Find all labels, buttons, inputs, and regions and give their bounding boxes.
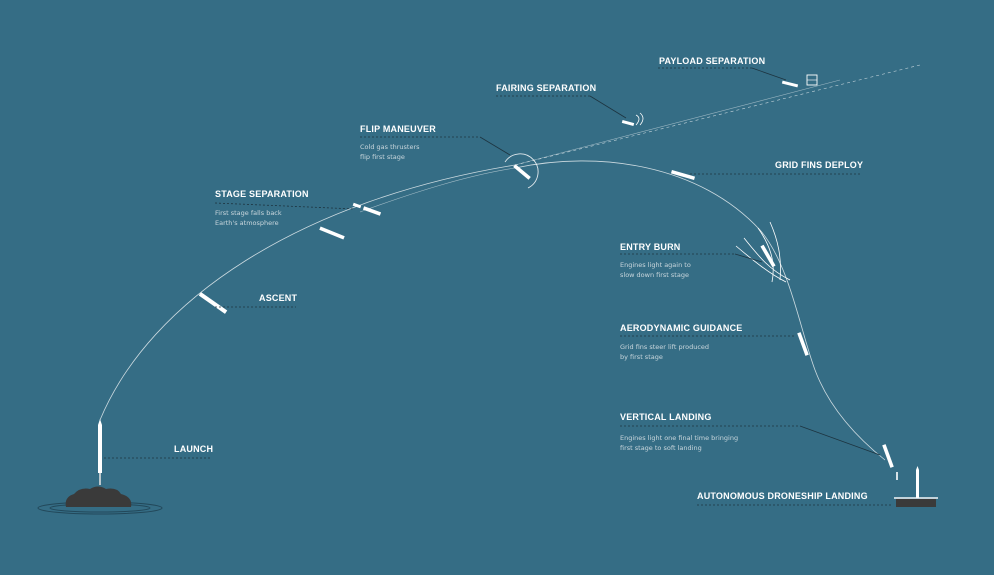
ascent-trajectory: [99, 164, 516, 421]
entry-burn-marker: [735, 221, 791, 283]
rocket-grid-fins: [670, 169, 696, 181]
label-payload-separation: PAYLOAD SEPARATION: [659, 56, 766, 66]
boostback-trajectory: [359, 167, 516, 213]
label-vertical-landing: VERTICAL LANDING: [620, 412, 712, 422]
rocket-vertical-landing: [882, 444, 894, 468]
droneship: [894, 466, 938, 507]
second-stage-trajectory-solid: [514, 79, 841, 166]
payload-marker: [781, 74, 818, 88]
desc-flip-maneuver-2: flip first stage: [360, 153, 405, 161]
launch-smoke-cloud: [37, 486, 163, 515]
label-launch: LAUNCH: [174, 444, 214, 454]
desc-aerodynamic-guidance-1: Grid fins steer lift produced: [620, 343, 710, 351]
label-autonomous-droneship-landing: AUTONOMOUS DRONESHIP LANDING: [697, 491, 868, 501]
rocket-stage-separation: [352, 202, 382, 216]
desc-aerodynamic-guidance-2: by first stage: [620, 353, 663, 361]
flip-maneuver-arc: [504, 153, 539, 189]
desc-vertical-landing-2: first stage to soft landing: [620, 444, 702, 452]
desc-vertical-landing-1: Engines light one final time bringing: [620, 434, 739, 442]
leader-lines: [104, 67, 892, 506]
desc-stage-separation-2: Earth's atmosphere: [215, 219, 279, 227]
desc-entry-burn-2: slow down first stage: [620, 271, 689, 279]
rocket-ascent: [198, 292, 228, 314]
label-ascent: ASCENT: [259, 293, 298, 303]
rocket-launch: [98, 419, 102, 485]
desc-entry-burn-1: Engines light again to: [620, 261, 691, 269]
rocket-aerodynamic-guidance: [797, 332, 809, 356]
label-stage-separation: STAGE SEPARATION: [215, 189, 309, 199]
fairing-separation-marker: [621, 112, 644, 127]
rocket-ascent-upper: [319, 226, 345, 240]
label-aerodynamic-guidance: AERODYNAMIC GUIDANCE: [620, 323, 743, 333]
label-fairing-separation: FAIRING SEPARATION: [496, 83, 597, 93]
desc-stage-separation-1: First stage falls back: [215, 209, 282, 217]
label-grid-fins-deploy: GRID FINS DEPLOY: [775, 160, 864, 170]
second-stage-trajectory: [514, 64, 921, 166]
label-flip-maneuver: FLIP MANEUVER: [360, 124, 436, 134]
label-entry-burn: ENTRY BURN: [620, 242, 681, 252]
desc-flip-maneuver-1: Cold gas thrusters: [360, 143, 420, 151]
